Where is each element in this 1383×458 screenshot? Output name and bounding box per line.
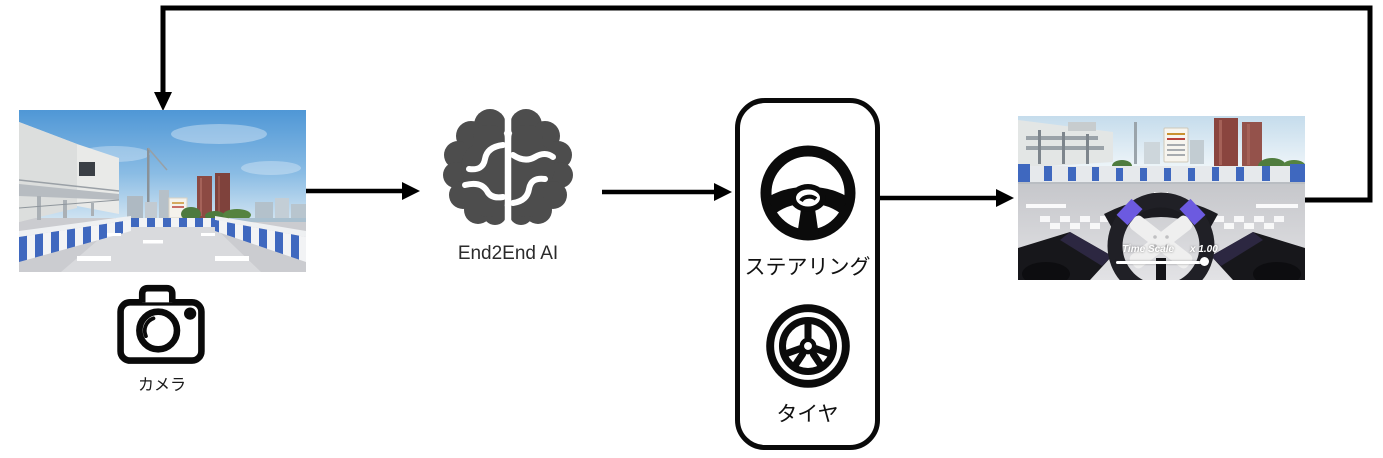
time-scale-slider-track xyxy=(1116,261,1208,264)
feedback-loop-line xyxy=(154,5,1373,203)
time-scale-value: x 1.00 xyxy=(1190,244,1218,255)
camera-input-image xyxy=(19,110,306,272)
tire-label: タイヤ xyxy=(776,403,839,426)
tire-icon xyxy=(765,304,850,388)
steering-wheel-icon xyxy=(760,145,855,241)
simulator-output-image: Time Scale x 1.00 xyxy=(1018,116,1305,280)
time-scale-label: Time Scale xyxy=(1122,244,1175,255)
time-scale-slider-knob xyxy=(1200,257,1209,266)
arrow-camera-to-ai xyxy=(306,182,420,200)
ai-label: End2End AI xyxy=(457,243,559,264)
steering-label: ステアリング xyxy=(744,256,871,279)
kart-scene-art xyxy=(1018,116,1305,280)
control-outputs-box: ステアリング タイヤ xyxy=(735,98,880,450)
track-scene-art xyxy=(19,110,306,272)
arrow-controls-to-sim xyxy=(878,189,1014,207)
brain-icon xyxy=(443,107,573,233)
arrow-ai-to-controls xyxy=(602,183,732,201)
camera-icon xyxy=(117,284,205,364)
camera-label: カメラ xyxy=(137,377,187,394)
